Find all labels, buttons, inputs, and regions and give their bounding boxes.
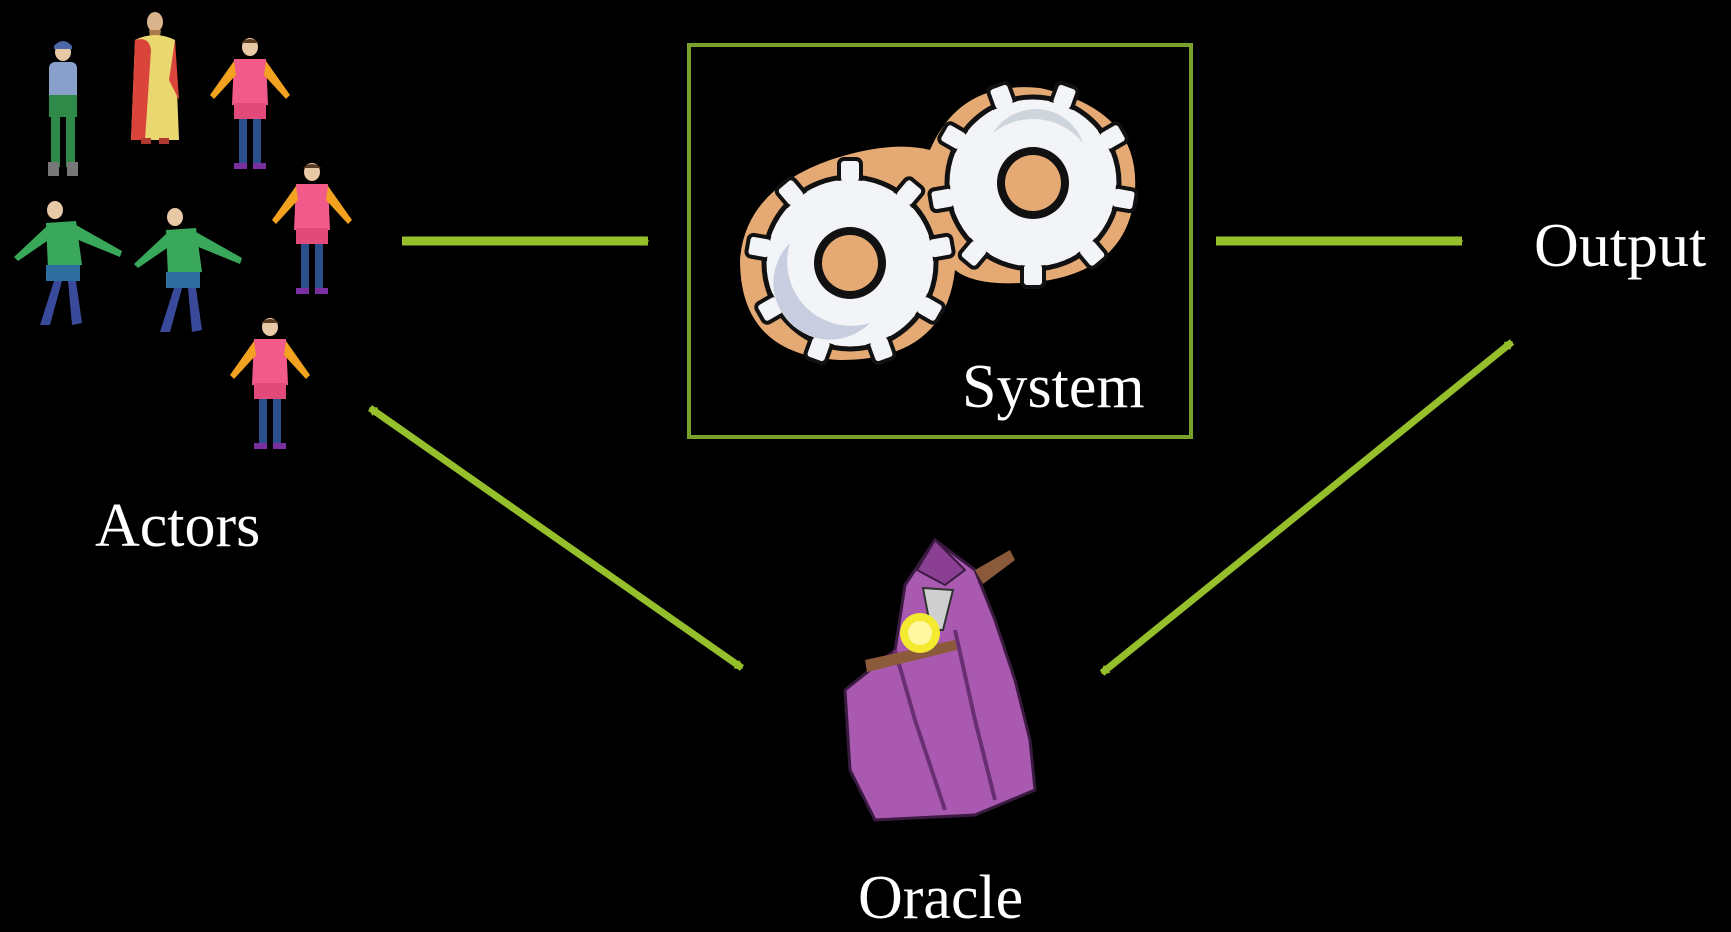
actor-figure [14,201,122,325]
system-label: System [962,353,1145,421]
output-label: Output [1534,212,1707,280]
actor-figure [48,41,78,176]
arrow-actors-oracle [367,405,745,671]
actor-figure [134,208,242,332]
wizard-icon [843,537,1037,822]
cropped-logo-fragment [1621,909,1731,925]
actors-group-icon [14,12,352,449]
gears-icon [740,80,1139,366]
actors-label: Actors [95,492,261,560]
actor-figure [131,12,179,144]
actor-figure [272,163,352,294]
actor-figure [210,38,290,169]
oracle-label: Oracle [858,864,1024,932]
arrow-output-oracle [1099,339,1515,676]
system-box [687,43,1193,439]
actor-figure [230,318,310,449]
